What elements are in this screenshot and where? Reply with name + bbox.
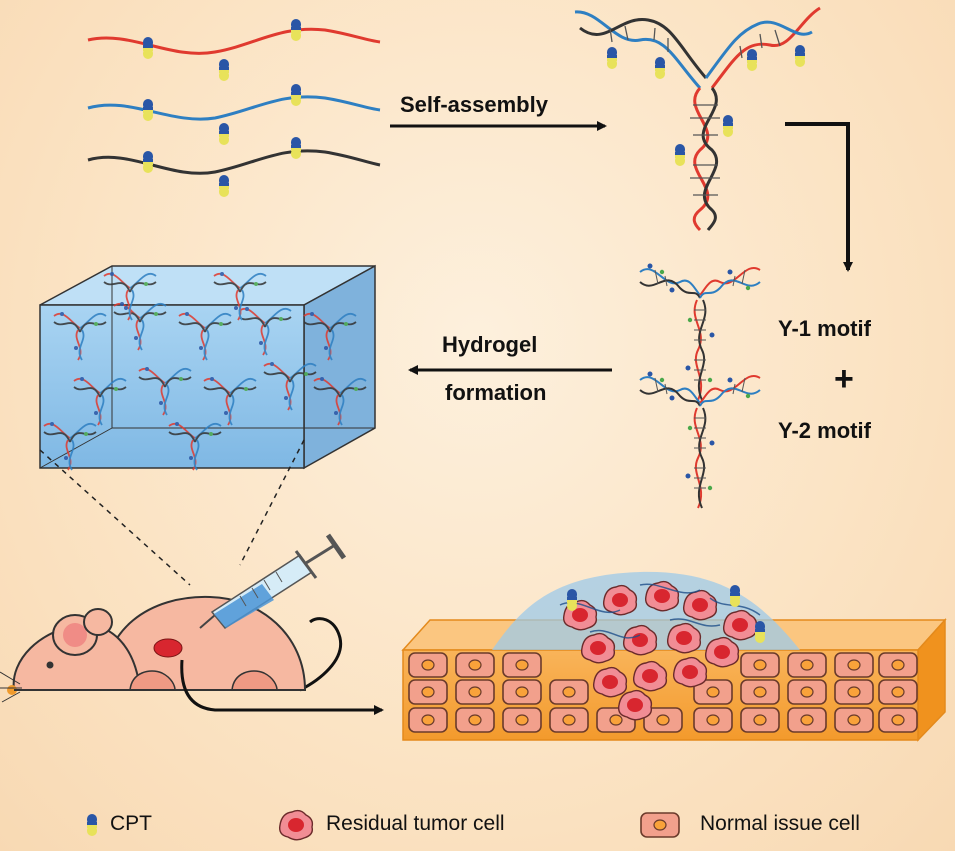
cpt-capsule-icon [747,49,757,71]
zoom-line-right [239,439,305,566]
cpt-capsule-icon [607,47,617,69]
elbow-arrow [785,122,853,272]
syringe-icon [199,533,347,629]
red-strand [87,27,381,55]
cpt-capsule-icon [219,175,229,197]
hydrogel-dome [492,571,800,721]
cpt-capsule-icon [143,151,153,173]
cpt-capsule-icon [291,137,301,159]
legend-cpt-label: CPT [110,812,152,835]
self-assembly-label: Self-assembly [400,92,548,117]
cpt-capsule-icon [219,59,229,81]
cpt-capsule-icon [291,84,301,106]
normal-cell-icon [640,812,680,838]
cpt-capsule-icon [219,123,229,145]
y2-motif-label: Y-2 motif [778,418,871,443]
cpt-capsule-icon [291,19,301,41]
hydrogel-label-line1: Hydrogel [442,332,538,357]
cpt-capsule-icon [655,57,665,79]
legend-tumor-label: Residual tumor cell [326,812,505,835]
cpt-capsule-icon [87,814,97,836]
hydrogel-label-line2: formation [445,380,547,405]
mouse-icon [0,595,343,703]
hydrogel-cube [39,264,376,471]
cpt-capsule-icon [723,115,733,137]
cpt-capsule-icon [143,37,153,59]
tumor-cell-icon [278,809,314,841]
y1-motif-small [639,262,761,401]
y1-motif-label: Y-1 motif [778,316,871,341]
cpt-capsule-icon [143,99,153,121]
cpt-capsule-icon [675,144,685,166]
drug-strands [87,19,381,197]
black-strand [87,149,381,175]
y-dna-motif [574,6,821,232]
plus-sign: + [834,360,854,398]
zoom-line-left [39,449,191,586]
blue-strand [87,95,381,121]
cpt-capsule-icon [567,589,577,611]
cpt-capsule-icon [755,621,765,643]
legend-normal-label: Normal issue cell [700,812,860,835]
cpt-capsule-icon [795,45,805,67]
cpt-capsule-icon [730,585,740,607]
transfer-arrow [180,659,384,715]
